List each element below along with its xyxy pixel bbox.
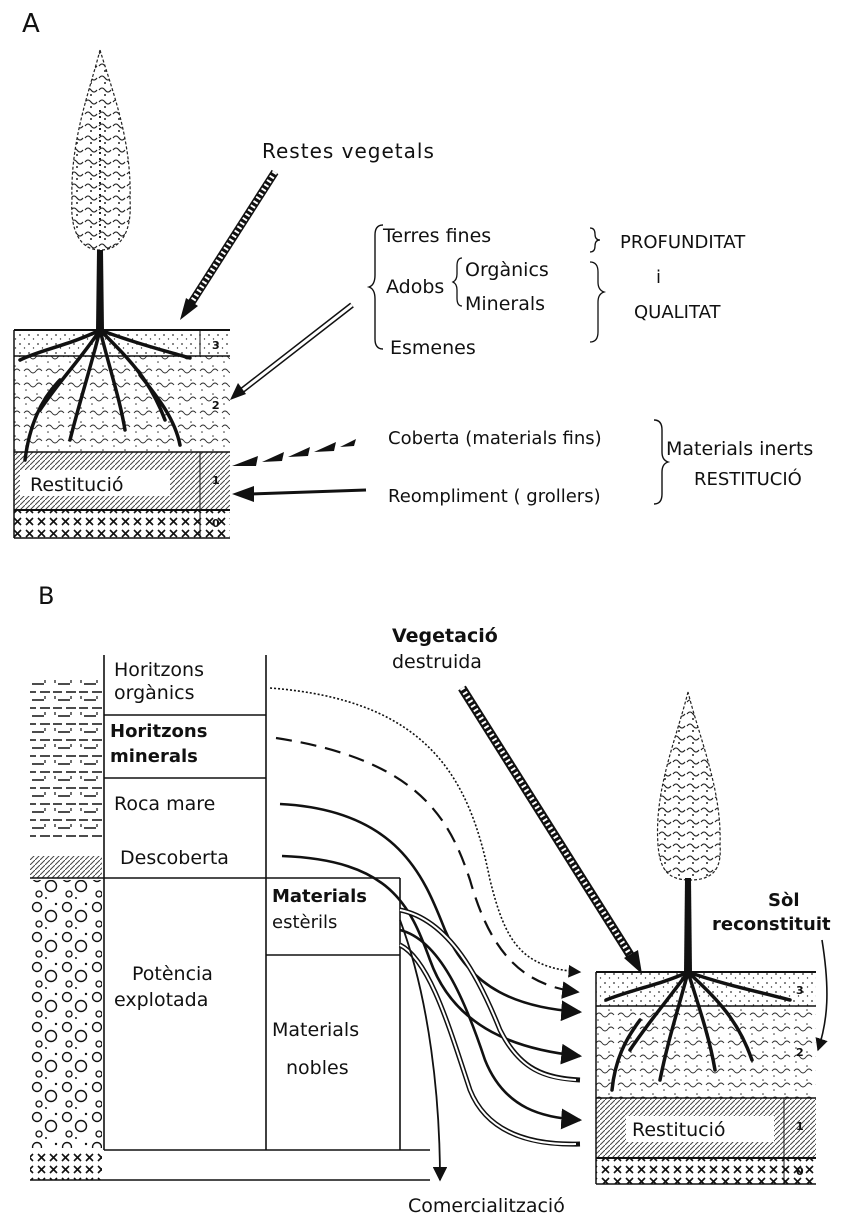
panel-b-letter: B bbox=[38, 582, 54, 610]
reompliment-label: Reompliment ( grollers) bbox=[388, 486, 601, 507]
descoberta-label: Descoberta bbox=[120, 847, 229, 869]
horitzons-minerals-label-2: minerals bbox=[110, 746, 198, 767]
organics-label: Orgànics bbox=[465, 259, 549, 281]
potencia-label-1: Potència bbox=[132, 963, 213, 985]
terres-fines-label: Terres fines bbox=[382, 225, 491, 247]
sol-reconstituit-label-1: Sòl bbox=[768, 890, 800, 911]
horitzons-organics-label-1: Horitzons bbox=[114, 659, 204, 681]
layer-2-label-a: 2 bbox=[212, 399, 220, 412]
terres-fines-brace bbox=[590, 228, 600, 252]
soil-profile-b bbox=[596, 972, 816, 1184]
adobs-brace bbox=[453, 258, 462, 306]
inerts-brace bbox=[654, 420, 668, 504]
horitzons-minerals-label-1: Horitzons bbox=[110, 721, 207, 742]
comercialitzacio-label: Comercialització bbox=[408, 1195, 565, 1217]
esmenes-label: Esmenes bbox=[390, 337, 476, 359]
materials-inerts-label: Materials inerts bbox=[666, 438, 813, 460]
adobs-esmenes-brace bbox=[590, 262, 604, 342]
layer-3-label-a: 3 bbox=[212, 339, 220, 352]
layer-3-label-b: 3 bbox=[796, 984, 804, 997]
restes-vegetals-label: Restes vegetals bbox=[262, 139, 435, 163]
sol-reconstituit-arrow bbox=[818, 940, 827, 1050]
layer-1-label-b: 1 bbox=[796, 1120, 804, 1133]
minerals-label: Minerals bbox=[465, 293, 545, 315]
materials-esterils-label-2: estèrils bbox=[272, 912, 337, 933]
materials-nobles-label-2: nobles bbox=[286, 1057, 349, 1079]
materials-esterils-label-1: Materials bbox=[272, 886, 367, 907]
reompliment-arrow bbox=[232, 486, 366, 502]
profunditat-label: PROFUNDITAT bbox=[620, 232, 746, 253]
restitucio-layer-label-a: Restitució bbox=[30, 474, 124, 496]
roca-mare-label: Roca mare bbox=[114, 793, 215, 815]
vegetacio-label-2: destruida bbox=[392, 651, 482, 673]
vegetacio-label-1: Vegetació bbox=[392, 625, 498, 647]
restitucio-caps-label: RESTITUCIÓ bbox=[694, 468, 802, 490]
i-label: i bbox=[656, 267, 661, 288]
coberta-label: Coberta (materials fins) bbox=[388, 428, 602, 449]
amendments-arrow bbox=[230, 305, 352, 400]
soil-profile-a bbox=[14, 330, 230, 538]
sol-reconstituit-label-2: reconstituit bbox=[712, 914, 831, 935]
restes-vegetals-arrow bbox=[180, 172, 275, 320]
layer-2-label-b: 2 bbox=[796, 1046, 804, 1059]
adobs-label: Adobs bbox=[386, 276, 444, 298]
layer-0-label-a: 0 bbox=[212, 517, 220, 530]
flow-curves bbox=[270, 688, 580, 1180]
geologic-column-b bbox=[30, 680, 102, 1180]
potencia-label-2: explotada bbox=[114, 989, 208, 1011]
panel-a-letter: A bbox=[22, 9, 40, 39]
amendments-brace bbox=[369, 225, 383, 349]
coberta-arrow bbox=[232, 439, 356, 466]
horitzons-organics-label-2: orgànics bbox=[114, 682, 194, 704]
layer-0-label-b: 0 bbox=[796, 1165, 804, 1178]
qualitat-label: QUALITAT bbox=[634, 302, 722, 323]
layer-1-label-a: 1 bbox=[212, 474, 220, 487]
restitucio-layer-label-b: Restitució bbox=[632, 1119, 726, 1141]
materials-nobles-label-1: Materials bbox=[272, 1019, 359, 1041]
